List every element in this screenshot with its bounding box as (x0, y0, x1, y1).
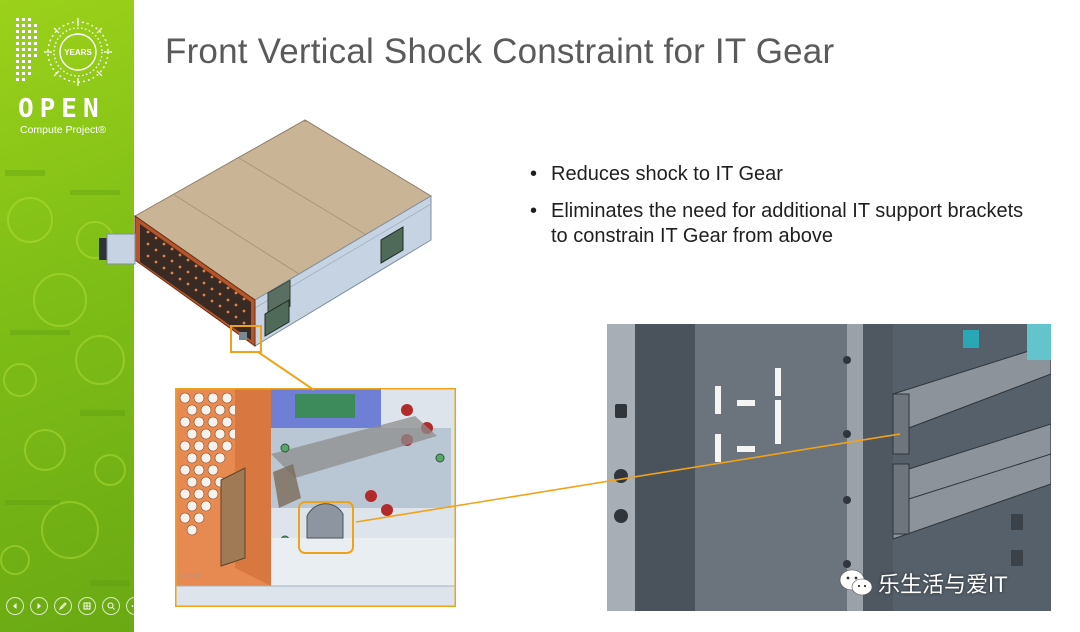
sidebar-texture (0, 170, 130, 586)
pen-icon (58, 602, 67, 611)
prev-slide-button[interactable] (6, 597, 24, 615)
prev-icon (13, 603, 17, 609)
watermark-text: 乐生活与爱IT (878, 572, 1008, 597)
presentation-controls (6, 597, 134, 615)
server-chassis-image (99, 119, 432, 353)
zoom-icon (107, 602, 115, 610)
next-icon (37, 603, 41, 609)
bullet-list: Reduces shock to IT Gear Eliminates the … (530, 162, 1030, 261)
logo-years-text: YEARS (64, 48, 92, 57)
zoomed-detail-image: SETUP (175, 388, 456, 607)
slides-icon (83, 602, 91, 610)
sidebar: YEARS OPEN Compute Project® (0, 0, 134, 632)
zoom-caption: SETUP (179, 574, 199, 580)
wechat-watermark: 乐生活与爱IT (838, 567, 1008, 599)
next-slide-button[interactable] (30, 597, 48, 615)
see-all-slides-button[interactable] (78, 597, 96, 615)
ocp-logo-icon: YEARS (16, 18, 112, 86)
wechat-icon (839, 569, 873, 596)
logo-open-word: OPEN (18, 94, 105, 124)
more-icon (131, 605, 134, 607)
more-options-button[interactable] (126, 597, 134, 615)
logo-compute-project: Compute Project® (20, 124, 106, 136)
slide-title: Front Vertical Shock Constraint for IT G… (165, 32, 835, 71)
pen-tool-button[interactable] (54, 597, 72, 615)
zoom-button[interactable] (102, 597, 120, 615)
bullet-item: Eliminates the need for additional IT su… (530, 199, 1030, 249)
bullet-item: Reduces shock to IT Gear (530, 162, 1030, 187)
